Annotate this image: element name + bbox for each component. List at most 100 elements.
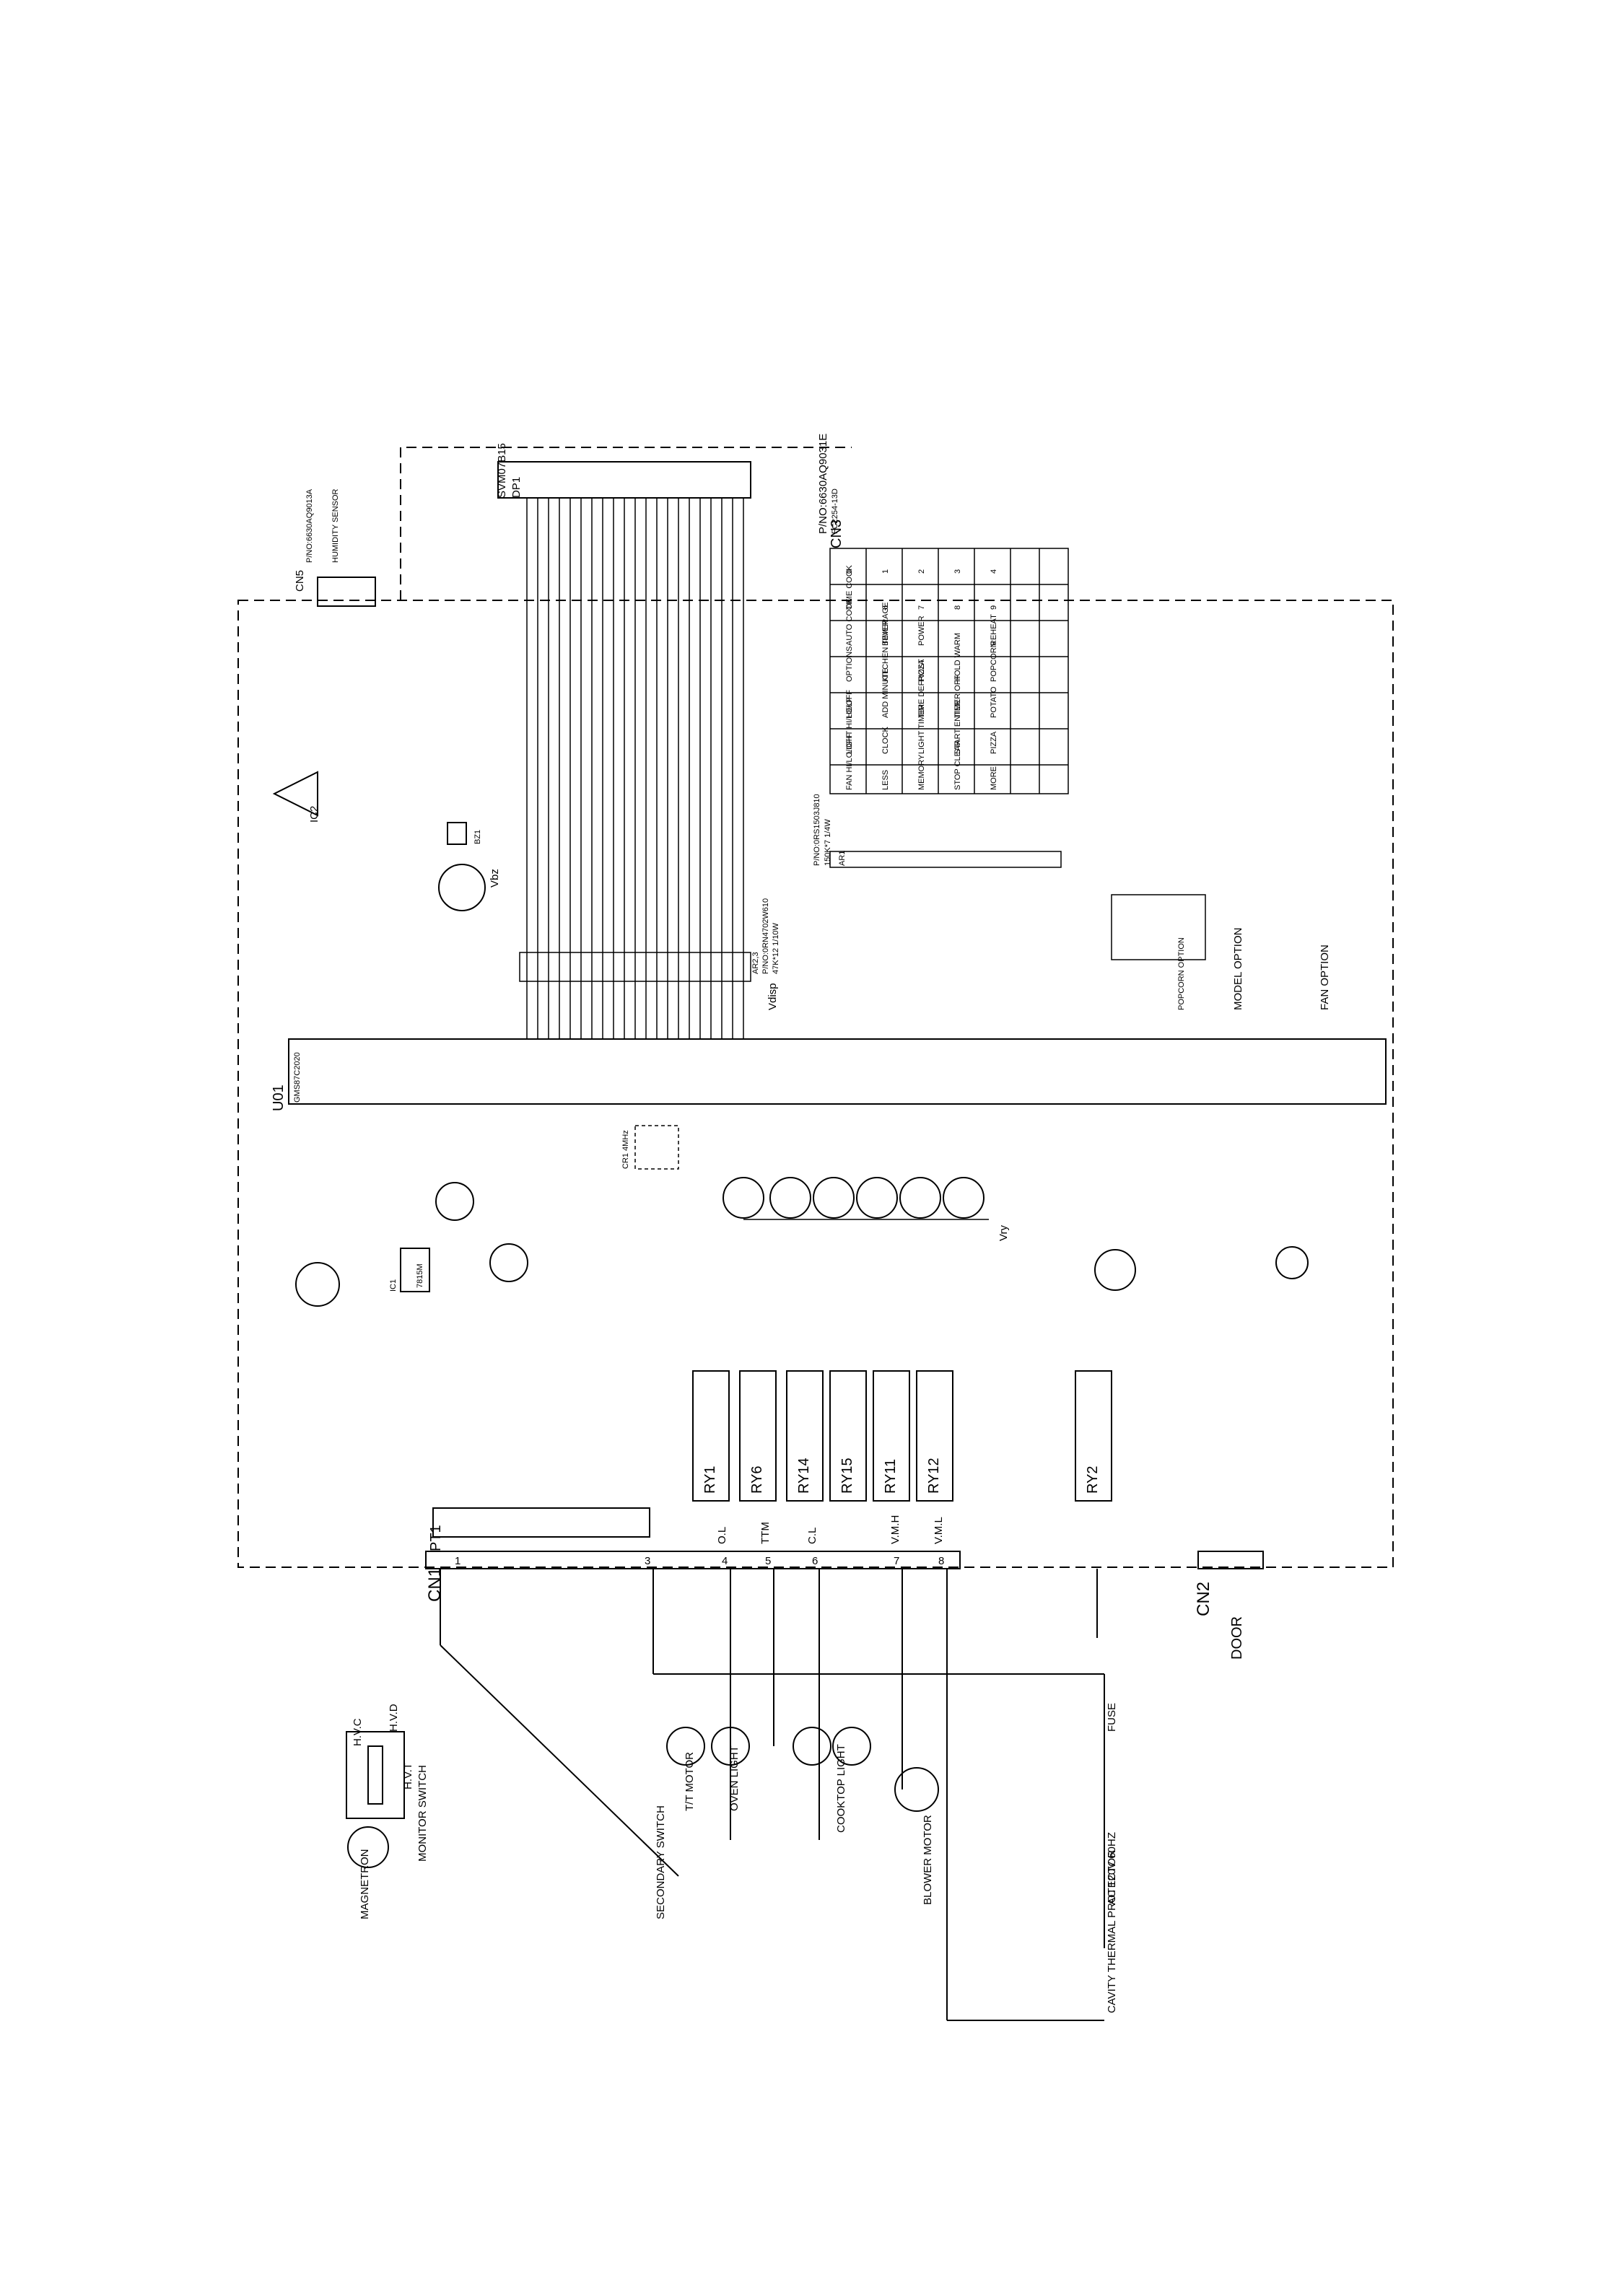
mcu-u01: U01 GMS87C2020 <box>271 1038 1387 1111</box>
ttm-label: T/T MOTOR <box>684 1752 696 1811</box>
key-start-enter: START ENTER <box>953 700 962 754</box>
cn1-pin-8: 8 <box>938 1555 944 1567</box>
ic1-part: 7815M <box>416 1263 424 1288</box>
thermistor-th <box>1275 1246 1309 1279</box>
ar1-ref: AR1 <box>838 851 847 866</box>
key-options: OPTIONS <box>845 646 854 682</box>
buzzer-bz1 <box>447 822 467 845</box>
bz1-label: BZ1 <box>473 830 482 844</box>
keypad-labels: FAN HI/LO/OFF LIGHT HI/LO/OFF HELP OPTIO… <box>845 565 998 790</box>
key-beverage: BEVERAGE <box>881 602 890 646</box>
ol-label: OVEN LIGHT <box>728 1745 741 1811</box>
cn1-line-labels: O.L TTM C.L V.M.H V.M.L <box>716 1515 945 1544</box>
resistor-array-ar1 <box>829 851 1062 868</box>
ar2-value: 47K*12 1/10W <box>772 922 780 974</box>
relay-bank <box>692 1370 1112 1502</box>
key-auto-cook: AUTO COOK <box>845 598 854 646</box>
cn3-ref: CN3 <box>829 520 844 548</box>
secondary-switch-label: SECONDARY SWITCH <box>655 1805 667 1919</box>
key-7: 7 <box>917 605 926 610</box>
key-4: 4 <box>990 569 998 574</box>
key-stop-clear: STOP CLEAR <box>953 740 962 790</box>
model-option-resistors <box>1111 894 1206 960</box>
key-pizza: PIZZA <box>917 659 926 682</box>
cn1-ttm: TTM <box>759 1522 772 1544</box>
key-hold-warm: HOLD WARM <box>953 633 962 682</box>
cn1-cl: C.L <box>806 1528 818 1544</box>
key-add-minute: ADD MINUTE <box>881 669 890 718</box>
ar1-part: P/NO:0RS1503J810 <box>813 794 821 866</box>
cn1-vml: V.M.L <box>933 1517 945 1544</box>
key-time-cook: TIME COOK <box>845 565 854 610</box>
relay-ry11: RY11 <box>883 1459 899 1494</box>
key-2: 2 <box>917 569 926 574</box>
fuse-label: FUSE <box>1106 1703 1118 1732</box>
keypad-matrix <box>829 548 1069 794</box>
fan-option-label: FAN OPTION <box>1319 945 1331 1010</box>
key-0: 0 <box>845 569 854 574</box>
cn1-pin-3: 3 <box>645 1555 650 1567</box>
relay-ry6: RY6 <box>749 1465 765 1494</box>
ac-label: AC 120V 60HZ <box>1106 1832 1118 1905</box>
cn1-pin-5: 5 <box>765 1555 771 1567</box>
vdisp-label: Vdisp <box>767 983 779 1010</box>
key-memory: MEMORY <box>917 754 926 790</box>
hvd-label: H.V.D <box>388 1704 400 1732</box>
key-time-defrost: TIME DEFROST <box>917 659 926 718</box>
pcb-outline <box>237 600 1394 1568</box>
hvt-label: H.V.T <box>402 1763 414 1789</box>
cn3-sub: FC2254-13D <box>831 488 839 534</box>
transistor-q01 <box>489 1243 528 1282</box>
door-label: DOOR <box>1229 1616 1245 1660</box>
pt1-label: PT1 <box>428 1525 444 1551</box>
key-more: MORE <box>990 766 998 790</box>
key-9: 9 <box>990 605 998 610</box>
cn2-connector <box>1197 1551 1264 1569</box>
cn1-ref: CN1 <box>425 1567 445 1602</box>
resistor-array-ar2 <box>519 952 751 982</box>
relay-ry14: RY14 <box>796 1458 812 1494</box>
external-wiring <box>440 1569 1105 2021</box>
vm-label: BLOWER MOTOR <box>922 1815 934 1905</box>
hvc-label: H.V.C <box>352 1718 364 1746</box>
key-light-timer: LIGHT TIMER <box>917 704 926 754</box>
load-symbols <box>346 1727 939 1868</box>
cn2-ref: CN2 <box>1194 1582 1213 1616</box>
key-power: POWER <box>917 615 926 646</box>
key-fan: FAN HI/LO/OFF <box>845 733 854 790</box>
display-bus <box>526 498 744 1039</box>
cn1-connector <box>425 1551 961 1569</box>
transistor-q50 <box>438 864 486 911</box>
model-option-label: MODEL OPTION <box>1232 928 1244 1010</box>
relay-drivers <box>722 1177 1136 1291</box>
magnetron-label: MAGNETRON <box>359 1849 371 1920</box>
cl-label: COOKTOP LIGHT <box>835 1744 847 1833</box>
key-reheat: REHEAT <box>990 614 998 646</box>
crystal-cr1 <box>634 1125 679 1170</box>
mcu-ref: U01 <box>271 1085 287 1111</box>
monitor-switch-label: MONITOR SWITCH <box>416 1765 429 1862</box>
key-less: LESS <box>881 770 890 790</box>
cn3-part: P/NO:6630AQ9031E <box>817 434 829 534</box>
cn5-sensor: HUMIDITY SENSOR <box>331 488 340 563</box>
popcorn-option-label: POPCORN OPTION <box>1177 937 1186 1010</box>
relay-ry2: RY2 <box>1085 1465 1101 1494</box>
key-popcorn: POPCORN <box>990 641 998 682</box>
vbz-label: Vbz <box>489 869 501 888</box>
transistor-q20 <box>295 1262 340 1307</box>
mcu-part: GMS87C2020 <box>293 1052 302 1103</box>
cn1-pin-7: 7 <box>894 1555 899 1567</box>
key-kitchen-timer: KITCHEN TIMER <box>881 621 890 682</box>
cn1-vmh: V.M.H <box>889 1515 902 1544</box>
key-light: LIGHT HI/LO/OFF <box>845 690 854 754</box>
transistor-q02 <box>435 1182 474 1221</box>
key-timer-off: TIMER OFF <box>953 675 962 718</box>
cn1-pin-6: 6 <box>812 1555 818 1567</box>
ar1-value: 150K*7 1/4W <box>824 819 832 866</box>
ic2-opamp-symbol <box>272 771 318 817</box>
pcb-outline-notch <box>400 447 852 600</box>
key-1: 1 <box>881 569 890 574</box>
key-pizza-2: PIZZA <box>990 731 998 754</box>
key-8: 8 <box>953 605 962 610</box>
